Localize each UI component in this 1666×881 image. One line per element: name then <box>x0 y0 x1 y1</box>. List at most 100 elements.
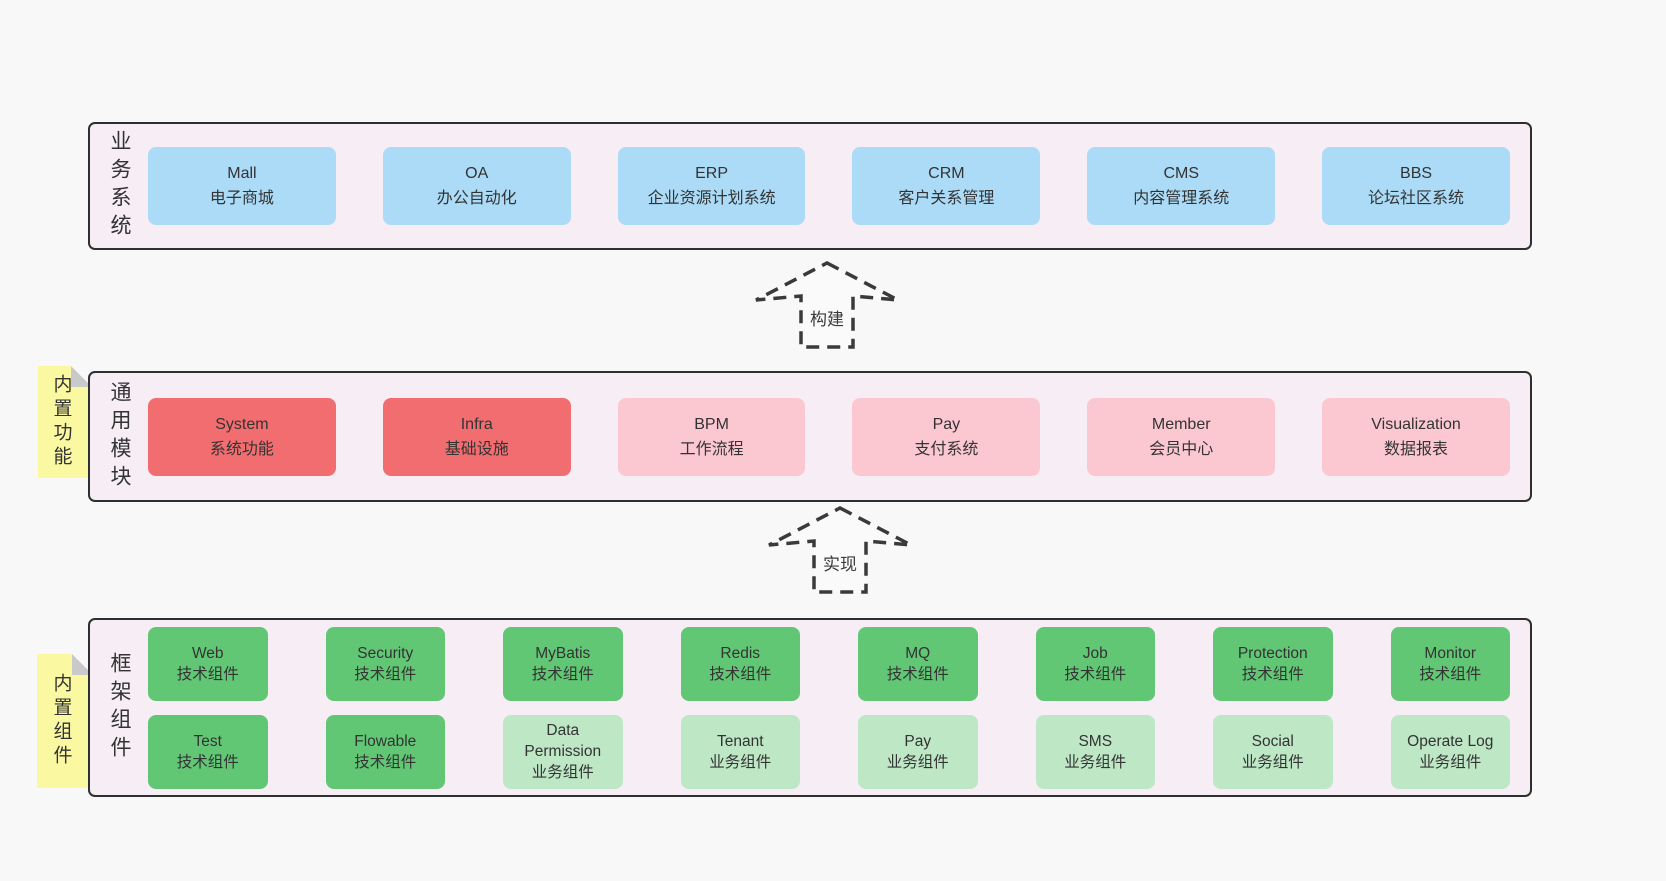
diagram-box-infra: Infra 基础设施 <box>382 397 571 476</box>
box-title: SMS <box>1078 732 1113 750</box>
diagram-box-redis: Redis 技术组件 <box>680 626 800 701</box>
box-title: OA <box>465 165 489 182</box>
box-title: Web <box>191 644 224 662</box>
box-subtitle: 客户关系管理 <box>898 190 995 207</box>
box-subtitle: 业务组件 <box>1419 753 1482 771</box>
box-title: ERP <box>695 165 729 182</box>
box-subtitle: 办公自动化 <box>436 190 517 207</box>
box-subtitle: 会员中心 <box>1149 440 1214 458</box>
section-content: Web 技术组件 Security 技术组件 MyBatis 技术组件 Redi… <box>148 620 1530 795</box>
box-title: Member <box>1151 415 1211 433</box>
sticky-note-built-in-features: 内置功能 <box>38 366 92 478</box>
box-subtitle: 电子商城 <box>209 190 274 207</box>
diagram-box-operate-log: Operate Log 业务组件 <box>1390 714 1510 789</box>
diagram-box-bpm: BPM 工作流程 <box>617 397 806 476</box>
box-title: BPM <box>694 415 729 433</box>
diagram-box-job: Job 技术组件 <box>1035 626 1155 701</box>
box-title: MQ <box>905 644 931 662</box>
diagram-box-member: Member 会员中心 <box>1087 397 1276 476</box>
box-title: Test <box>193 732 222 750</box>
diagram-box-pay-system: Pay 支付系统 <box>852 397 1041 476</box>
diagram-box-security: Security 技术组件 <box>325 626 445 701</box>
diagram-box-web: Web 技术组件 <box>148 626 268 701</box>
diagram-box-monitor: Monitor 技术组件 <box>1390 626 1510 701</box>
box-title: Infra <box>460 415 493 433</box>
section-label-framework-components: 框架组件 <box>90 620 148 795</box>
diagram-box-crm: CRM 客户关系管理 <box>852 147 1041 225</box>
box-subtitle: 业务组件 <box>1064 753 1127 771</box>
diagram-box-mq: MQ 技术组件 <box>858 626 978 701</box>
box-title: Monitor <box>1424 644 1477 662</box>
sticky-label: 内置组件 <box>50 673 72 769</box>
section-common-modules: 通用模块 System 系统功能 Infra 基础设施 BPM 工作流程 Pay… <box>88 371 1532 502</box>
section-framework-components: 框架组件 Web 技术组件 Security 技术组件 MyBatis 技术组件… <box>88 618 1532 797</box>
diagram-box-system: System 系统功能 <box>148 397 336 476</box>
box-subtitle: 技术组件 <box>531 665 594 683</box>
box-title: Protection <box>1237 644 1308 662</box>
section-title: 业务系统 <box>108 130 131 242</box>
box-title: Operate Log <box>1407 732 1494 750</box>
box-subtitle: 技术组件 <box>886 665 949 683</box>
box-title: Security <box>357 644 414 662</box>
diagram-box-social: Social 业务组件 <box>1213 714 1333 789</box>
diagram-box-erp: ERP 企业资源计划系统 <box>617 147 806 225</box>
box-subtitle: 业务组件 <box>709 753 772 771</box>
diagram-box-oa: OA 办公自动化 <box>382 147 571 225</box>
box-title: Pay <box>904 732 932 750</box>
arrow-label: 构建 <box>807 304 847 331</box>
box-subtitle: 技术组件 <box>176 665 239 683</box>
box-subtitle: 技术组件 <box>1419 665 1482 683</box>
sticky-label: 内置功能 <box>50 374 72 470</box>
diagram-box-cms: CMS 内容管理系统 <box>1087 147 1276 225</box>
box-subtitle: 支付系统 <box>914 440 979 458</box>
diagram-box-visualization: Visualization 数据报表 <box>1322 397 1510 476</box>
box-subtitle: 技术组件 <box>1064 665 1127 683</box>
arrow-up-build: 构建 <box>752 260 902 350</box>
box-subtitle: 企业资源计划系统 <box>647 190 776 207</box>
box-title: Tenant <box>716 732 764 750</box>
box-subtitle: 业务组件 <box>886 753 949 771</box>
diagram-box-flowable: Flowable 技术组件 <box>325 714 445 789</box>
box-title: Visualization <box>1371 415 1461 433</box>
diagram-box-sms: SMS 业务组件 <box>1035 714 1155 789</box>
box-title: CMS <box>1163 165 1199 182</box>
diagram-box-mall: Mall 电子商城 <box>148 147 336 225</box>
box-title: Flowable <box>354 732 417 750</box>
box-title: Data Permission <box>524 722 602 760</box>
component-row-2: Test 技术组件 Flowable 技术组件 Data Permission … <box>148 714 1510 789</box>
component-row-1: Web 技术组件 Security 技术组件 MyBatis 技术组件 Redi… <box>148 626 1510 701</box>
box-subtitle: 业务组件 <box>531 764 594 781</box>
box-subtitle: 业务组件 <box>1241 753 1304 771</box>
box-title: Job <box>1082 644 1108 662</box>
diagram-box-data-permission: Data Permission 业务组件 <box>503 714 623 789</box>
diagram-box-bbs: BBS 论坛社区系统 <box>1322 147 1510 225</box>
box-subtitle: 技术组件 <box>354 753 417 771</box>
arrow-label: 实现 <box>820 549 860 576</box>
section-label-business-systems: 业务系统 <box>90 124 148 248</box>
diagram-box-pay-component: Pay 业务组件 <box>858 714 978 789</box>
box-title: Pay <box>932 415 961 433</box>
section-business-systems: 业务系统 Mall 电子商城 OA 办公自动化 ERP 企业资源计划系统 CRM… <box>88 122 1532 250</box>
section-content: Mall 电子商城 OA 办公自动化 ERP 企业资源计划系统 CRM 客户关系… <box>148 124 1530 248</box>
box-title: Mall <box>227 165 257 182</box>
section-content: System 系统功能 Infra 基础设施 BPM 工作流程 Pay 支付系统… <box>148 373 1530 500</box>
section-title: 通用模块 <box>108 380 131 493</box>
box-title: Social <box>1251 732 1294 750</box>
box-subtitle: 技术组件 <box>354 665 417 683</box>
box-subtitle: 技术组件 <box>176 753 239 771</box>
diagram-box-test: Test 技术组件 <box>148 714 268 789</box>
box-subtitle: 技术组件 <box>709 665 772 683</box>
diagram-box-tenant: Tenant 业务组件 <box>680 714 800 789</box>
box-subtitle: 基础设施 <box>444 440 509 458</box>
box-title: CRM <box>928 165 965 182</box>
section-title: 框架组件 <box>108 651 131 764</box>
box-subtitle: 内容管理系统 <box>1133 190 1230 207</box>
box-subtitle: 技术组件 <box>1241 665 1304 683</box>
diagram-box-mybatis: MyBatis 技术组件 <box>503 626 623 701</box>
box-subtitle: 系统功能 <box>209 440 274 458</box>
diagram-box-protection: Protection 技术组件 <box>1213 626 1333 701</box>
sticky-note-built-in-components: 内置组件 <box>37 654 93 788</box>
box-subtitle: 工作流程 <box>679 440 744 458</box>
section-label-common-modules: 通用模块 <box>90 373 148 500</box>
